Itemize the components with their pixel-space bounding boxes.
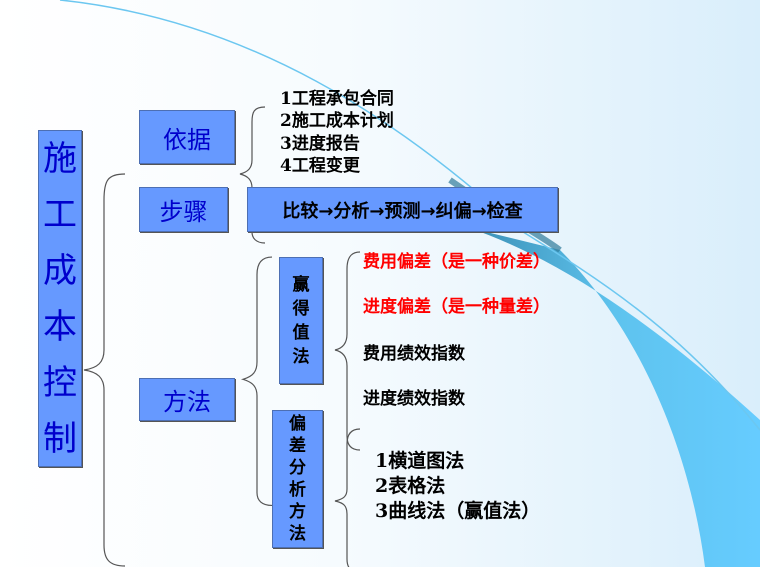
va-char: 方: [289, 502, 306, 522]
va-item: 1横道图法: [375, 450, 465, 472]
va-char: 法: [289, 524, 306, 544]
ev-char: 赢: [292, 274, 310, 295]
ev-char: 得: [292, 298, 310, 319]
title-char: 制: [43, 418, 77, 459]
earned-value-box: 赢 得 值 法: [279, 257, 323, 384]
methods-label: 方法: [163, 388, 211, 416]
va-char: 偏: [289, 414, 306, 434]
ev-char: 法: [292, 346, 310, 367]
ev-item: 进度绩效指数: [363, 389, 465, 409]
steps-box: 步骤: [139, 187, 228, 232]
methods-brace: [240, 256, 273, 506]
basis-box: 依据: [139, 110, 235, 164]
title-char: 控: [43, 362, 77, 403]
title-char: 施: [43, 138, 77, 179]
ev-item: 费用绩效指数: [363, 344, 465, 364]
va-item: 2表格法: [375, 475, 446, 497]
basis-brace: [239, 106, 266, 244]
main-brace: [83, 173, 126, 567]
steps-label: 步骤: [159, 198, 208, 226]
ev-char: 值: [292, 322, 310, 343]
ev-item: 费用偏差（是一种价差）: [363, 252, 550, 272]
basis-item: 4工程变更: [280, 156, 360, 176]
steps-sequence: 比较→分析→预测→纠偏→检查: [282, 200, 523, 222]
variance-analysis-box: 偏 差 分 析 方 法: [272, 410, 323, 548]
basis-item: 2施工成本计划: [280, 111, 394, 131]
va-char: 析: [289, 480, 306, 500]
ev-item: 进度偏差（是一种量差）: [363, 297, 550, 317]
title-char: 工: [43, 194, 77, 235]
va-brace: [334, 428, 361, 567]
basis-label: 依据: [163, 125, 211, 154]
main-topic-box: 施 工 成 本 控 制: [38, 130, 82, 467]
va-char: 差: [289, 436, 306, 456]
ev-brace: [334, 251, 361, 451]
title-char: 本: [43, 306, 77, 347]
steps-sequence-box: 比较→分析→预测→纠偏→检查: [247, 187, 558, 232]
methods-box: 方法: [139, 378, 235, 421]
va-item: 3曲线法（赢值法）: [375, 500, 541, 522]
va-char: 分: [289, 458, 306, 478]
title-char: 成: [43, 250, 77, 291]
basis-item: 3进度报告: [280, 134, 360, 154]
basis-item: 1工程承包合同: [280, 89, 394, 109]
